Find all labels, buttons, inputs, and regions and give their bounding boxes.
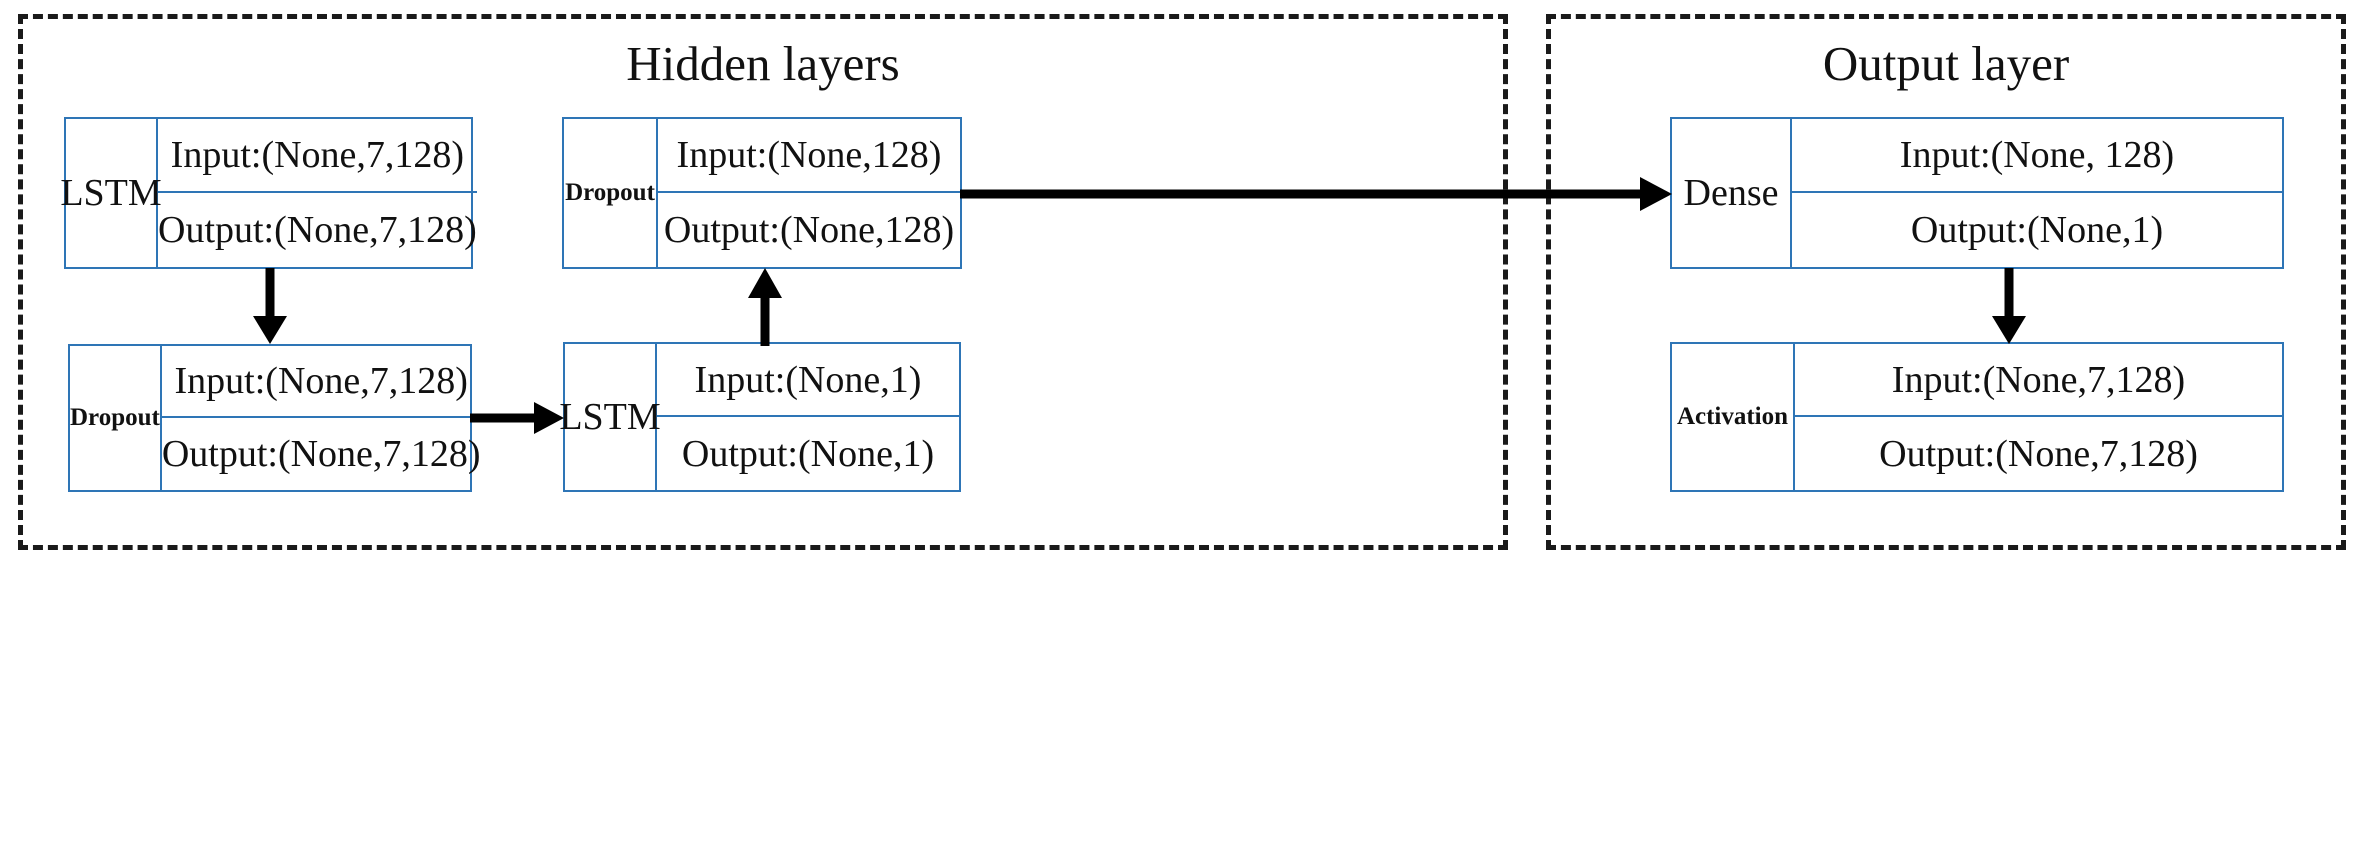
arrow-dropout2-to-dense1 <box>960 174 1674 214</box>
node-lstm-1-label: LSTM <box>60 119 162 267</box>
node-activation-1-label: Activation <box>1672 344 1795 490</box>
node-dropout-2[interactable]: Dropout Input:(None,128) Output:(None,12… <box>562 117 962 269</box>
group-hidden-layers: Hidden layers <box>18 14 1508 550</box>
node-dropout-1-input: Input:(None,7,128) <box>161 346 481 418</box>
node-dropout-1-shapes: Input:(None,7,128) Output:(None,7,128) <box>161 346 481 490</box>
node-lstm-1-shapes: Input:(None,7,128) Output:(None,7,128) <box>158 119 477 267</box>
group-hidden-layers-title: Hidden layers <box>626 36 900 91</box>
node-activation-1-output: Output:(None,7,128) <box>1879 432 2198 475</box>
group-output-layer-title: Output layer <box>1822 36 2070 91</box>
node-lstm-1-output: Output:(None,7,128) <box>158 209 477 251</box>
node-lstm-1-input: Input:(None,7,128) <box>158 119 477 193</box>
node-dense-1-shapes: Input:(None, 128) Output:(None,1) <box>1792 119 2282 267</box>
arrow-dropout1-to-lstm2 <box>470 398 566 438</box>
node-activation-1[interactable]: Activation Input:(None,7,128) Output:(No… <box>1670 342 2284 492</box>
node-dense-1-input: Input:(None, 128) <box>1792 119 2282 193</box>
node-dropout-1-output: Output:(None,7,128) <box>161 433 481 475</box>
node-lstm-2[interactable]: LSTM Input:(None,1) Output:(None,1) <box>559 342 961 492</box>
node-dense-1-label: Dense <box>1672 119 1792 267</box>
node-dropout-2-shapes: Input:(None,128) Output:(None,128) <box>658 119 960 267</box>
node-lstm-2-output: Output:(None,1) <box>681 432 935 475</box>
node-dropout-2-output: Output:(None,128) <box>663 209 955 251</box>
node-dense-1[interactable]: Dense Input:(None, 128) Output:(None,1) <box>1670 117 2284 269</box>
arrow-dense1-to-activation1 <box>1989 268 2029 346</box>
node-dropout-1-label: Dropout <box>70 346 162 490</box>
group-output-layer: Output layer <box>1546 14 2346 550</box>
node-dropout-2-label: Dropout <box>564 119 658 267</box>
node-activation-1-shapes: Input:(None,7,128) Output:(None,7,128) <box>1795 344 2282 490</box>
node-lstm-1[interactable]: LSTM Input:(None,7,128) Output:(None,7,1… <box>60 117 477 269</box>
arrow-lstm1-to-dropout1 <box>250 268 290 346</box>
node-lstm-2-shapes: Input:(None,1) Output:(None,1) <box>657 344 959 490</box>
node-activation-1-input: Input:(None,7,128) <box>1795 344 2282 417</box>
node-lstm-2-label: LSTM <box>559 344 661 490</box>
node-dropout-1[interactable]: Dropout Input:(None,7,128) Output:(None,… <box>68 344 481 492</box>
arrow-lstm2-to-dropout2 <box>745 266 785 346</box>
node-dropout-2-input: Input:(None,128) <box>658 119 960 193</box>
node-lstm-2-input: Input:(None,1) <box>657 344 959 417</box>
node-dense-1-output: Output:(None,1) <box>1910 209 2164 251</box>
